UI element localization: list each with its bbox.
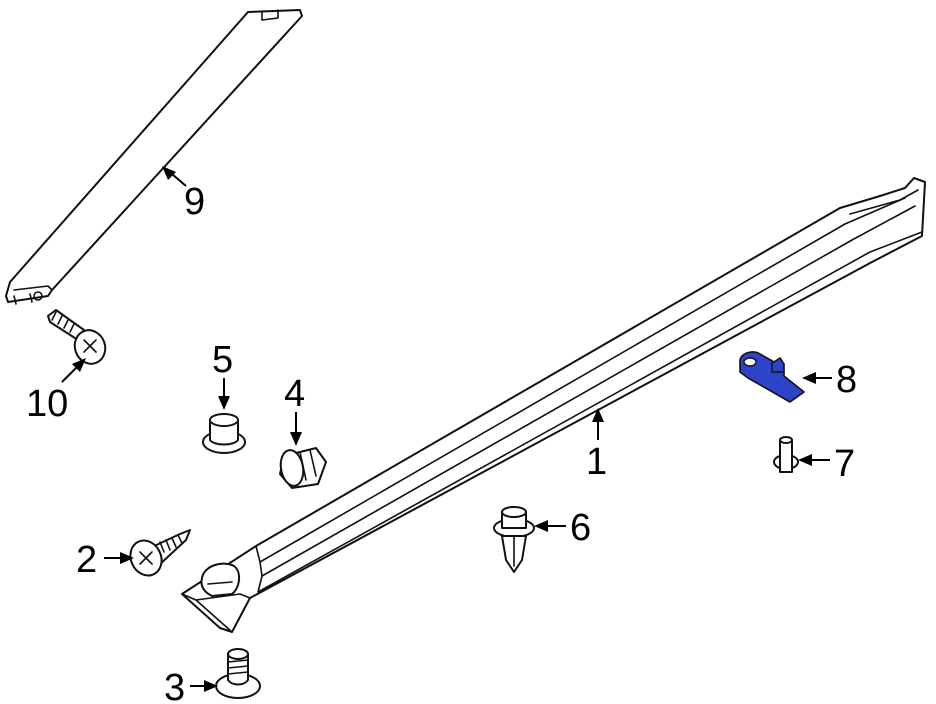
part-5-grommet-nut bbox=[202, 413, 246, 454]
part-1-rocker-moulding bbox=[181, 177, 926, 633]
callout-5: 5 bbox=[212, 339, 233, 381]
callout-2: 2 bbox=[76, 539, 97, 581]
callout-10: 10 bbox=[26, 383, 68, 425]
callout-3: 3 bbox=[164, 667, 185, 704]
callout-7: 7 bbox=[834, 443, 855, 485]
part-7-stud bbox=[773, 436, 799, 473]
callout-1: 1 bbox=[586, 441, 607, 483]
callout-labels: 1 2 3 4 5 6 7 8 9 10 bbox=[26, 181, 857, 704]
part-2-screw bbox=[129, 529, 191, 577]
part-4-clip-nut bbox=[279, 447, 327, 489]
part-8-bracket bbox=[739, 351, 805, 403]
part-6-push-clip bbox=[493, 506, 535, 573]
callout-9: 9 bbox=[184, 181, 205, 223]
part-3-bolt bbox=[215, 648, 261, 699]
callout-6: 6 bbox=[570, 507, 591, 549]
leader-lines bbox=[61, 166, 832, 692]
part-9-pillar-trim bbox=[5, 9, 303, 305]
callout-4: 4 bbox=[284, 373, 305, 415]
part-10-push-fastener bbox=[47, 309, 107, 365]
callout-8: 8 bbox=[836, 359, 857, 401]
